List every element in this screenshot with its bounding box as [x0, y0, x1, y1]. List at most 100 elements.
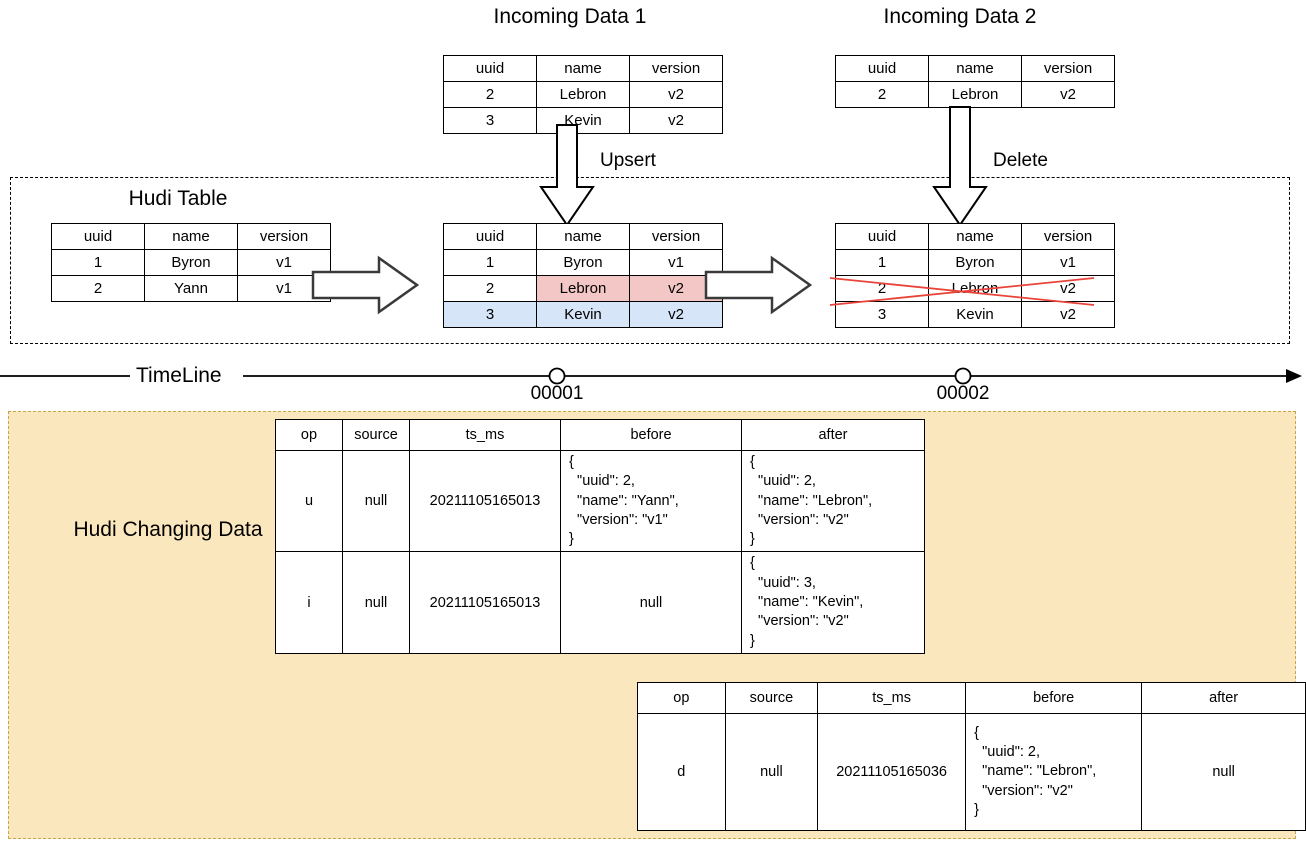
cell-after: null: [1141, 713, 1306, 831]
cell-uuid: 2: [51, 275, 145, 302]
table-header-row: uuid name version: [443, 223, 723, 250]
cell-version: v1: [1021, 249, 1115, 276]
hudi-changing-data-label: Hudi Changing Data: [73, 518, 263, 541]
table-row: u null 20211105165013 { "uuid": 2, "name…: [275, 449, 925, 553]
cell-uuid: 3: [443, 107, 537, 134]
hudi-table-title: Hudi Table: [128, 187, 228, 210]
header-source: source: [342, 419, 410, 451]
table-header-row: uuid name version: [443, 55, 723, 82]
header-after: after: [1141, 682, 1306, 714]
cell-op: d: [637, 713, 726, 831]
cell-uuid: 1: [51, 249, 145, 276]
cell-ts-ms: 20211105165013: [409, 449, 561, 553]
header-version: version: [237, 223, 331, 250]
cell-version: v2: [629, 107, 723, 134]
cdc-table-commit-2: op source ts_ms before after d null 2021…: [637, 682, 1306, 831]
cell-before: { "uuid": 2, "name": "Lebron", "version"…: [965, 713, 1143, 831]
incoming-data-1-table: uuid name version 2 Lebron v2 3 Kevin v2: [443, 55, 723, 134]
cell-uuid: 2: [443, 275, 537, 302]
header-ts-ms: ts_ms: [817, 682, 967, 714]
hudi-initial-table: uuid name version 1 Byron v1 2 Yann v1: [51, 223, 331, 302]
cell-name: Lebron: [536, 275, 630, 302]
timeline-marker-label-00002: 00002: [936, 383, 990, 404]
table-row: 1 Byron v1: [443, 249, 723, 276]
cell-uuid: 1: [443, 249, 537, 276]
table-row: i null 20211105165013 null { "uuid": 3, …: [275, 551, 925, 654]
cell-uuid: 3: [835, 301, 929, 328]
cell-version: v2: [1021, 301, 1115, 328]
cell-source: null: [342, 551, 410, 654]
header-version: version: [629, 55, 723, 82]
cell-version: v1: [237, 249, 331, 276]
cell-uuid: 3: [443, 301, 537, 328]
header-name: name: [536, 223, 630, 250]
header-after: after: [741, 419, 925, 451]
cell-name: Yann: [144, 275, 238, 302]
delete-arrow: [932, 106, 988, 227]
cell-version: v2: [1021, 81, 1115, 108]
cell-op: u: [275, 449, 343, 553]
cell-ts-ms: 20211105165036: [817, 713, 967, 831]
hudi-after-delete-table: uuid name version 1 Byron v1 2 Lebron v2…: [835, 223, 1115, 328]
header-before: before: [560, 419, 742, 451]
timeline-axis: [0, 367, 1302, 385]
hudi-table-boundary: [10, 177, 1290, 344]
table-row-inserted: 3 Kevin v2: [443, 301, 723, 328]
table-row-updated: 2 Lebron v2: [443, 275, 723, 302]
cell-source: null: [342, 449, 410, 553]
header-version: version: [629, 223, 723, 250]
header-name: name: [928, 55, 1022, 82]
upsert-arrow: [539, 124, 595, 227]
header-op: op: [637, 682, 726, 714]
cell-name: Byron: [144, 249, 238, 276]
header-op: op: [275, 419, 343, 451]
upsert-label: Upsert: [600, 150, 656, 171]
incoming-data-1-title: Incoming Data 1: [493, 5, 647, 28]
cell-after: { "uuid": 2, "name": "Lebron", "version"…: [741, 449, 925, 553]
header-version: version: [1021, 223, 1115, 250]
table-row: 3 Kevin v2: [835, 301, 1115, 328]
cell-version: v2: [629, 81, 723, 108]
table-row: 1 Byron v1: [835, 249, 1115, 276]
deleted-row-strike-icon: [829, 277, 1095, 306]
header-uuid: uuid: [835, 55, 929, 82]
hudi-after-upsert-table: uuid name version 1 Byron v1 2 Lebron v2…: [443, 223, 723, 328]
table-row: 3 Kevin v2: [443, 107, 723, 134]
cell-version: v2: [629, 301, 723, 328]
header-source: source: [724, 682, 819, 714]
header-name: name: [928, 223, 1022, 250]
cell-uuid: 1: [835, 249, 929, 276]
table-header-row: op source ts_ms before after: [637, 682, 1306, 714]
table-header-row: uuid name version: [835, 55, 1115, 82]
cell-uuid: 2: [835, 81, 929, 108]
table-header-row: uuid name version: [51, 223, 331, 250]
incoming-data-2-title: Incoming Data 2: [883, 5, 1037, 28]
cell-name: Kevin: [536, 301, 630, 328]
table-row: 1 Byron v1: [51, 249, 331, 276]
flow-arrow-1: [311, 255, 420, 315]
cell-before: { "uuid": 2, "name": "Yann", "version": …: [560, 449, 742, 553]
header-uuid: uuid: [443, 55, 537, 82]
flow-arrow-2: [704, 255, 813, 315]
header-name: name: [144, 223, 238, 250]
table-row: d null 20211105165036 { "uuid": 2, "name…: [637, 713, 1306, 831]
cell-version: v1: [629, 249, 723, 276]
header-uuid: uuid: [51, 223, 145, 250]
header-uuid: uuid: [835, 223, 929, 250]
cell-name: Byron: [536, 249, 630, 276]
timeline-marker-label-00001: 00001: [530, 383, 584, 404]
table-row: 2 Lebron v2: [835, 81, 1115, 108]
header-ts-ms: ts_ms: [409, 419, 561, 451]
cell-name: Byron: [928, 249, 1022, 276]
table-header-row: uuid name version: [835, 223, 1115, 250]
table-row: 2 Lebron v2: [443, 81, 723, 108]
table-header-row: op source ts_ms before after: [275, 419, 925, 451]
incoming-data-2-table: uuid name version 2 Lebron v2: [835, 55, 1115, 108]
cell-uuid: 2: [443, 81, 537, 108]
cell-ts-ms: 20211105165013: [409, 551, 561, 654]
table-row: 2 Yann v1: [51, 275, 331, 302]
header-name: name: [536, 55, 630, 82]
cell-after: { "uuid": 3, "name": "Kevin", "version":…: [741, 551, 925, 654]
header-version: version: [1021, 55, 1115, 82]
cdc-table-commit-1: op source ts_ms before after u null 2021…: [275, 419, 925, 654]
